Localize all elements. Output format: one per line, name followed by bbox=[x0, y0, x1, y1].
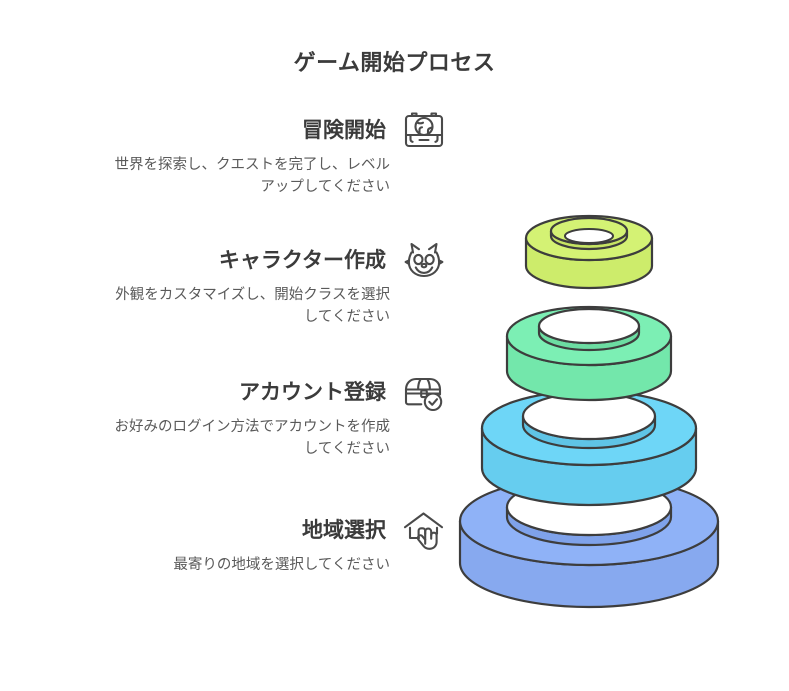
cat-face-icon bbox=[404, 242, 444, 278]
ring-stack-svg bbox=[458, 214, 720, 609]
step-title: 地域選択 bbox=[302, 518, 386, 542]
house-pointer-icon bbox=[403, 512, 444, 550]
page-title: ゲーム開始プロセス bbox=[293, 50, 496, 75]
step-title: 冒険開始 bbox=[302, 118, 386, 142]
step-header: 冒険開始 bbox=[0, 108, 460, 154]
step-description: お好みのログイン方法でアカウントを作成 してください bbox=[114, 419, 391, 458]
treasure-chest-check-icon bbox=[404, 377, 443, 412]
step-header: キャラクター作成 bbox=[0, 238, 460, 284]
step-item-adventure-start: 冒険開始 世界を探索し、クエストを完了し、レベル アップしてください bbox=[0, 108, 460, 208]
step-item-region-selection: 地域選択 最寄りの地域を選択してください bbox=[0, 508, 460, 608]
step-description: 世界を探索し、クエストを完了し、レベル アップしてください bbox=[114, 157, 391, 196]
step-item-character-creation: キャラクター作成 外観をカスタマイズし、開始クラスを選択 してください bbox=[0, 238, 460, 338]
step-header: アカウント登録 bbox=[0, 370, 460, 416]
ring-region-selection bbox=[458, 475, 720, 609]
ring-adventure-start bbox=[524, 214, 654, 290]
funnel-ring-stack bbox=[436, 98, 789, 668]
ring-account-registration bbox=[480, 389, 698, 507]
step-title: アカウント登録 bbox=[239, 380, 386, 404]
step-item-account-registration: アカウント登録 お好みのログイン方法でアカウントを作成 してください bbox=[0, 370, 460, 470]
suitcase-globe-icon bbox=[404, 112, 444, 148]
ring-character-creation bbox=[505, 305, 673, 402]
step-title: キャラクター作成 bbox=[218, 248, 386, 272]
step-description: 最寄りの地域を選択してください bbox=[173, 557, 390, 573]
step-description: 外観をカスタマイズし、開始クラスを選択 してください bbox=[115, 287, 390, 326]
step-header: 地域選択 bbox=[0, 508, 460, 554]
